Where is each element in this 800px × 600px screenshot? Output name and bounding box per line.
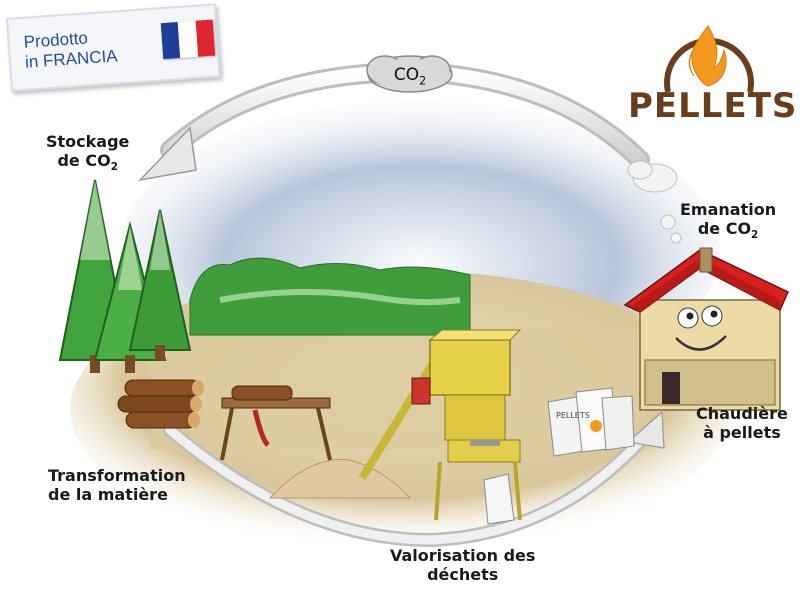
pellet-machine	[411, 329, 522, 521]
label-emanation: Emanation de CO2	[680, 200, 776, 245]
house	[623, 247, 789, 411]
france-flag-icon	[160, 19, 216, 60]
forest-band	[189, 257, 471, 336]
label-boiler: Chaudière à pellets	[696, 404, 788, 442]
sawdust-pile	[268, 458, 412, 499]
made-in-france-badge: Prodotto in FRANCIA	[6, 3, 221, 92]
house-smile	[675, 335, 727, 351]
flag-stripe-red	[195, 19, 216, 57]
label-boiler-line1: Chaudière	[696, 404, 788, 423]
pellet-bag-label: PELLETS	[556, 411, 590, 420]
badge-text: Prodotto in FRANCIA	[23, 26, 118, 72]
co2-cloud-label: CO2	[393, 65, 427, 88]
label-transformation: Transformation de la matière	[48, 466, 186, 504]
pellet-bags	[483, 387, 635, 525]
logo-graphic	[664, 25, 754, 93]
pellets-logo: PELLETS	[628, 12, 798, 132]
label-valorisation: Valorisation des déchets	[390, 546, 535, 584]
label-storage: Stockage de CO2	[46, 132, 129, 177]
label-emanation-line1: Emanation	[680, 200, 777, 219]
bottom-arrow-head	[626, 410, 665, 449]
co2-cloud-top	[366, 55, 453, 93]
flame-icon	[688, 25, 727, 87]
label-storage-line2: de CO2	[57, 151, 118, 174]
logo-text: PELLETS	[628, 86, 798, 126]
smoke-puffs	[627, 160, 682, 244]
trees	[58, 179, 192, 373]
log-pile	[117, 379, 204, 429]
top-arrow-head	[137, 126, 197, 182]
saw-bench	[220, 385, 332, 461]
forest-highlight	[219, 288, 461, 306]
label-boiler-line2: à pellets	[703, 423, 781, 442]
label-transformation-line2: de la matière	[48, 485, 168, 504]
label-valorisation-line1: Valorisation des	[390, 546, 536, 565]
label-valorisation-line2: déchets	[427, 565, 499, 584]
label-emanation-line2: de CO2	[697, 219, 759, 242]
conveyor	[358, 349, 444, 481]
label-storage-line1: Stockage	[46, 132, 130, 151]
label-transformation-line1: Transformation	[48, 466, 186, 485]
